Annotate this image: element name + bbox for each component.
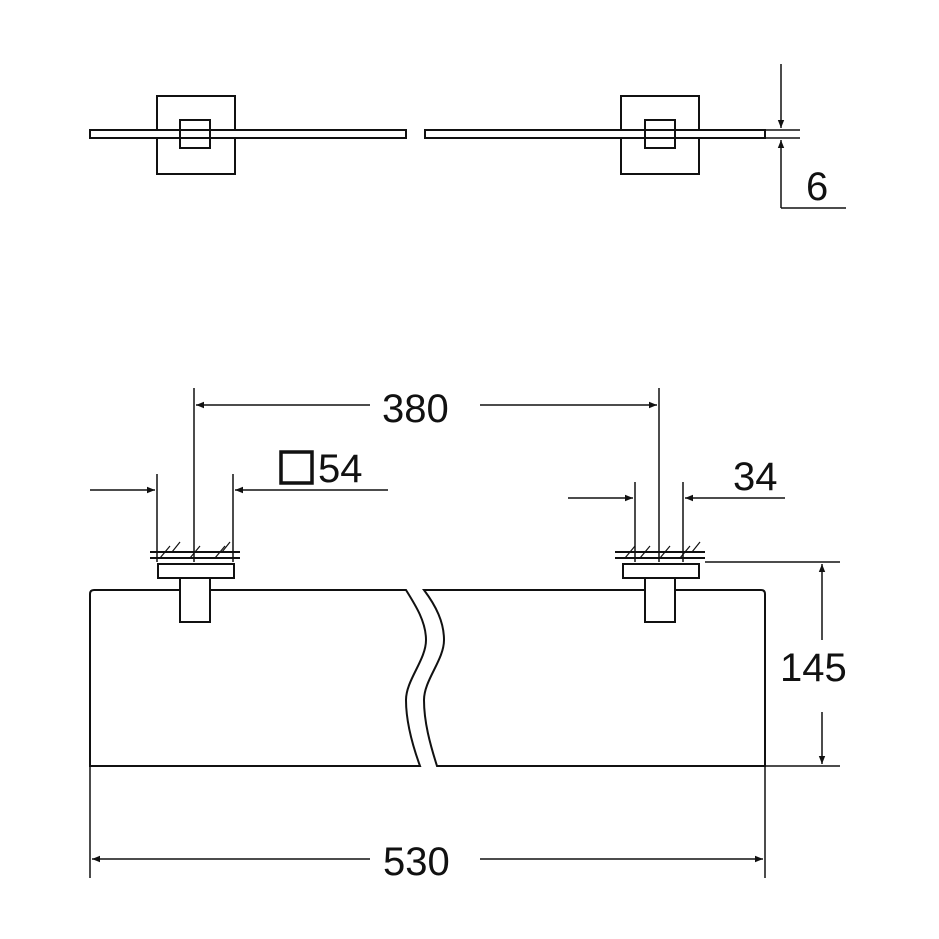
dim-base-depth-label: 34 bbox=[733, 455, 778, 499]
plan-view bbox=[89, 541, 766, 767]
front-view bbox=[89, 64, 846, 209]
right-holder bbox=[644, 119, 676, 149]
square-symbol-icon bbox=[279, 450, 314, 485]
shelf-glass-left bbox=[89, 129, 407, 139]
left-holder-plan bbox=[179, 577, 211, 623]
dim-base-square-label: 54 bbox=[318, 447, 363, 491]
dim-total-width-label: 530 bbox=[383, 840, 450, 884]
dim-depth-label: 145 bbox=[780, 646, 847, 690]
shelf-glass-right bbox=[424, 129, 766, 139]
plan-dimensions bbox=[89, 388, 840, 878]
thickness-dimension bbox=[765, 64, 846, 209]
dim-center-spacing-label: 380 bbox=[382, 387, 449, 431]
left-holder bbox=[179, 119, 211, 149]
shelf-plan-right bbox=[422, 589, 766, 767]
dim-thickness-label: 6 bbox=[806, 165, 828, 209]
shelf-plan-left bbox=[89, 589, 428, 767]
right-holder-plan bbox=[644, 577, 676, 623]
